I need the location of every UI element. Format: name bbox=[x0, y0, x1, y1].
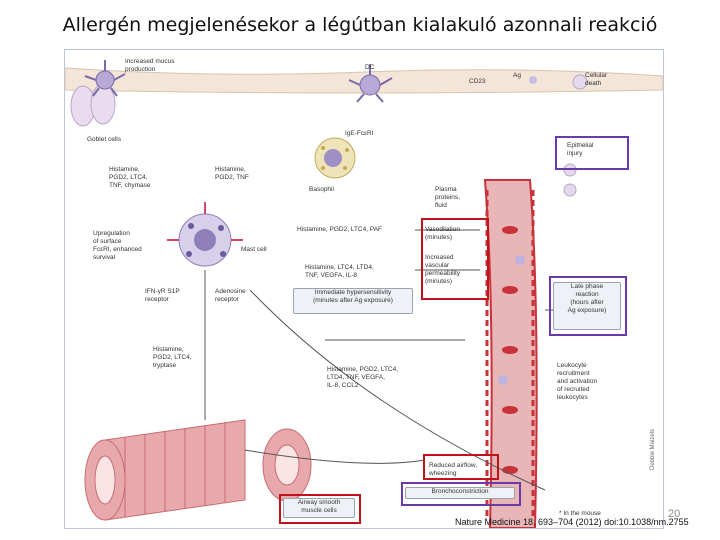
mast-cell-icon bbox=[167, 202, 243, 267]
epithelial-cell-icon-2 bbox=[563, 183, 577, 197]
label-cellular-death: Cellular death bbox=[585, 72, 608, 87]
label-ifn-s1p: IFN-γR S1P receptor bbox=[145, 288, 180, 303]
label-histamine-paf: Histamine, PGD2, LTC4, PAF bbox=[297, 226, 383, 233]
label-histamine-vegf: Histamine, LTC4, LTD4, TNF, VEGFA, IL-8 bbox=[305, 264, 374, 279]
airway-smooth-muscle-box: Airway smooth muscle cells bbox=[283, 498, 355, 518]
page-number: 20 bbox=[668, 508, 681, 520]
label-increased-mucus: Increased mucus production bbox=[125, 58, 175, 73]
dc-cell-icon bbox=[348, 64, 393, 103]
label-reduced-airflow: Reduced airflow, wheezing bbox=[429, 462, 478, 477]
label-histamine-tryptase: Histamine, PGD2, LTC4, tryptase bbox=[153, 346, 192, 369]
diagram-artwork bbox=[65, 60, 663, 528]
immediate-hypersensitivity-box: Immediate hypersensitivity (minutes afte… bbox=[293, 288, 413, 314]
basophil-icon bbox=[314, 137, 356, 179]
label-upregulation: Upregulation of surface FcεRI, enhanced … bbox=[93, 230, 142, 261]
credit-label: Debbie Maizels bbox=[650, 428, 656, 470]
label-ag: Ag bbox=[513, 72, 521, 79]
label-leukocyte: Leukocyte recruitment and activation of … bbox=[557, 362, 598, 401]
epithelial-cell-icon bbox=[563, 163, 577, 177]
ag-particle-icon bbox=[529, 76, 537, 84]
red-highlight-vascular bbox=[421, 218, 489, 300]
label-mast-cell: Mast cell bbox=[241, 246, 267, 253]
purple-highlight-late-phase bbox=[549, 276, 627, 336]
label-plasma-proteins: Plasma proteins, fluid bbox=[435, 186, 460, 209]
label-adenosine: Adenosine receptor bbox=[215, 288, 246, 303]
blood-vessel-icon bbox=[483, 179, 538, 528]
label-dc: DC bbox=[365, 64, 375, 71]
label-histamine-left: Histamine, PGD2, LTC4, TNF, chymase bbox=[109, 166, 151, 189]
slide-title: Allergén megjelenésekor a légútban kiala… bbox=[62, 14, 658, 36]
airway-tube-icon bbox=[84, 419, 246, 521]
label-cd23: CD23 bbox=[469, 78, 486, 85]
late-phase-box: Late phase reaction (hours after Ag expo… bbox=[553, 282, 621, 330]
purple-highlight-epithelial bbox=[555, 136, 629, 170]
airway-cross-section-icon bbox=[262, 428, 312, 502]
label-ige-fc: IgE-FcεRI bbox=[345, 130, 374, 137]
dendritic-cell-icon bbox=[84, 60, 126, 97]
label-epithelial: Epithelial injury bbox=[567, 142, 594, 157]
diagram-figure: Increased mucus production DC CD23 Ag Ce… bbox=[64, 49, 664, 529]
label-histamine-mid: Histamine, PGD2, TNF bbox=[215, 166, 249, 181]
goblet-cells-icon bbox=[70, 83, 116, 127]
bronchoconstriction-box: Bronchoconstriction bbox=[405, 487, 515, 499]
label-goblet-cells: Goblet cells bbox=[87, 136, 121, 143]
purple-highlight-bronchoconstriction bbox=[401, 482, 521, 506]
label-vascular-perm: Increased vascular permeability (minutes… bbox=[425, 254, 461, 285]
red-highlight-smooth-muscle bbox=[279, 494, 361, 524]
label-histamine-ccl2: Histamine, PGD2, LTC4, LTD4, TNF, VEGFA,… bbox=[327, 366, 399, 389]
label-in-the-mouse: * In the mouse bbox=[559, 510, 601, 517]
citation: Nature Medicine 18, 693–704 (2012) doi:1… bbox=[455, 517, 689, 527]
dying-cell-icon bbox=[572, 74, 588, 90]
label-basophil: Basophil bbox=[309, 186, 334, 193]
label-vasodilation: Vasodilation (minutes) bbox=[425, 226, 460, 241]
red-highlight-airflow bbox=[423, 454, 499, 480]
